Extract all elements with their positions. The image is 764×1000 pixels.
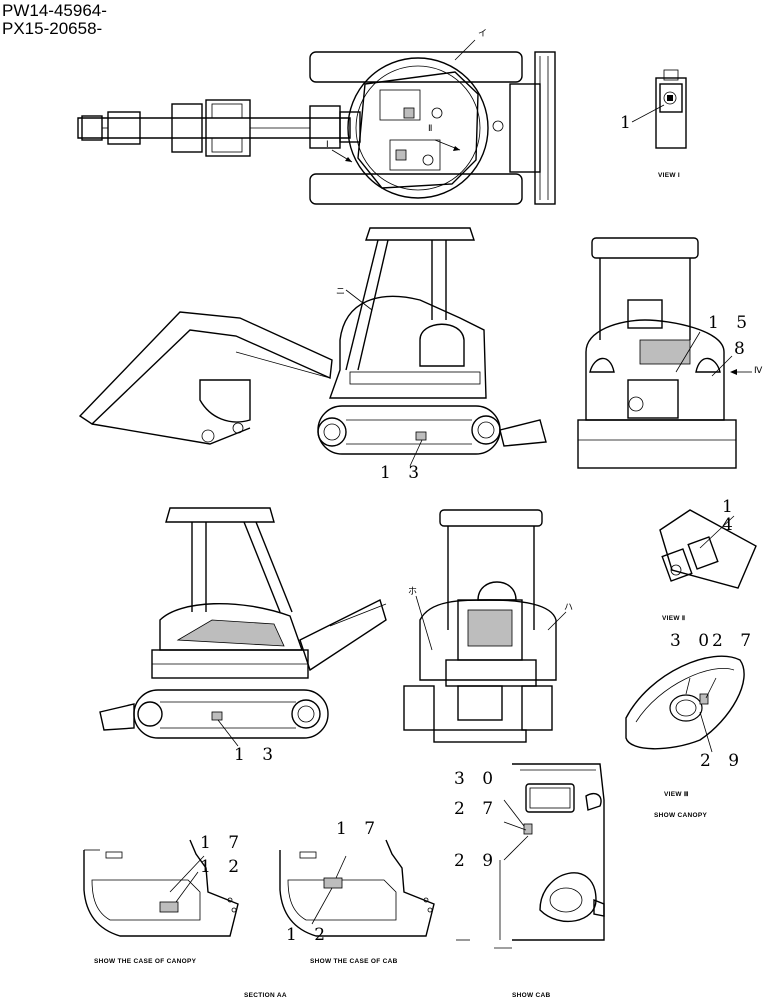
show-cab-caption: SHOW CAB [512, 992, 551, 999]
section-aa-caption: SECTION AA [244, 992, 287, 999]
top-view-drawing [77, 39, 556, 205]
callout-15: 1 5 [708, 313, 754, 333]
callout-30-view3: 3 0 [670, 631, 716, 651]
callout-29-cab: 2 9 [454, 851, 500, 871]
callout-8: 8 [734, 339, 751, 359]
view-3-drawing [625, 655, 745, 753]
callout-17-cab: 1 7 [336, 819, 382, 839]
serial-number-2: PX15-20658- [2, 19, 103, 38]
side-view-mark-ni: ニ [336, 287, 346, 297]
side-view-right-drawing [99, 507, 387, 747]
view-2-drawing [659, 509, 757, 589]
callout-12-canopy: 1 2 [200, 857, 246, 877]
rear-view-mark-roman-4: Ⅳ [754, 366, 763, 376]
callout-29-view3: 2 9 [700, 751, 746, 771]
section-aa-canopy-drawing [83, 839, 239, 937]
serial-number-1: PW14-45964- [2, 1, 107, 20]
top-view-mark-roman-1: Ⅰ [326, 140, 329, 150]
callout-30-cab: 3 0 [454, 769, 500, 789]
section-aa-cab-drawing [279, 839, 435, 937]
view-1-caption: VIEW I [658, 172, 681, 179]
callout-12-cab: 1 2 [286, 925, 332, 945]
callout-17-canopy: 1 7 [200, 833, 246, 853]
callout-13-right: 1 3 [234, 745, 280, 765]
top-view-mark-i: イ [478, 29, 488, 39]
view-3-caption: VIEW Ⅲ [664, 791, 689, 798]
top-view-mark-roman-2: Ⅱ [428, 124, 433, 134]
view-1-drawing [631, 69, 687, 149]
callout-14: 1 4 [722, 497, 739, 535]
cab-detail-drawing [456, 763, 605, 949]
front-view-mark-ha: ハ [564, 603, 574, 613]
rear-view-drawing [577, 237, 752, 469]
view-2-caption: VIEW Ⅱ [662, 615, 686, 622]
side-view-left-drawing [78, 227, 547, 467]
callout-1: 1 [620, 113, 637, 133]
cab-case-caption: SHOW THE CASE OF CAB [310, 958, 398, 965]
callout-13-left: 1 3 [380, 463, 426, 483]
callout-27-cab: 2 7 [454, 799, 500, 819]
callout-27-view3: 2 7 [712, 631, 758, 651]
show-canopy-caption: SHOW CANOPY [654, 812, 708, 819]
front-view-drawing [403, 509, 567, 743]
canopy-case-caption: SHOW THE CASE OF CANOPY [94, 958, 197, 965]
front-view-mark-ho: ホ [408, 587, 418, 597]
